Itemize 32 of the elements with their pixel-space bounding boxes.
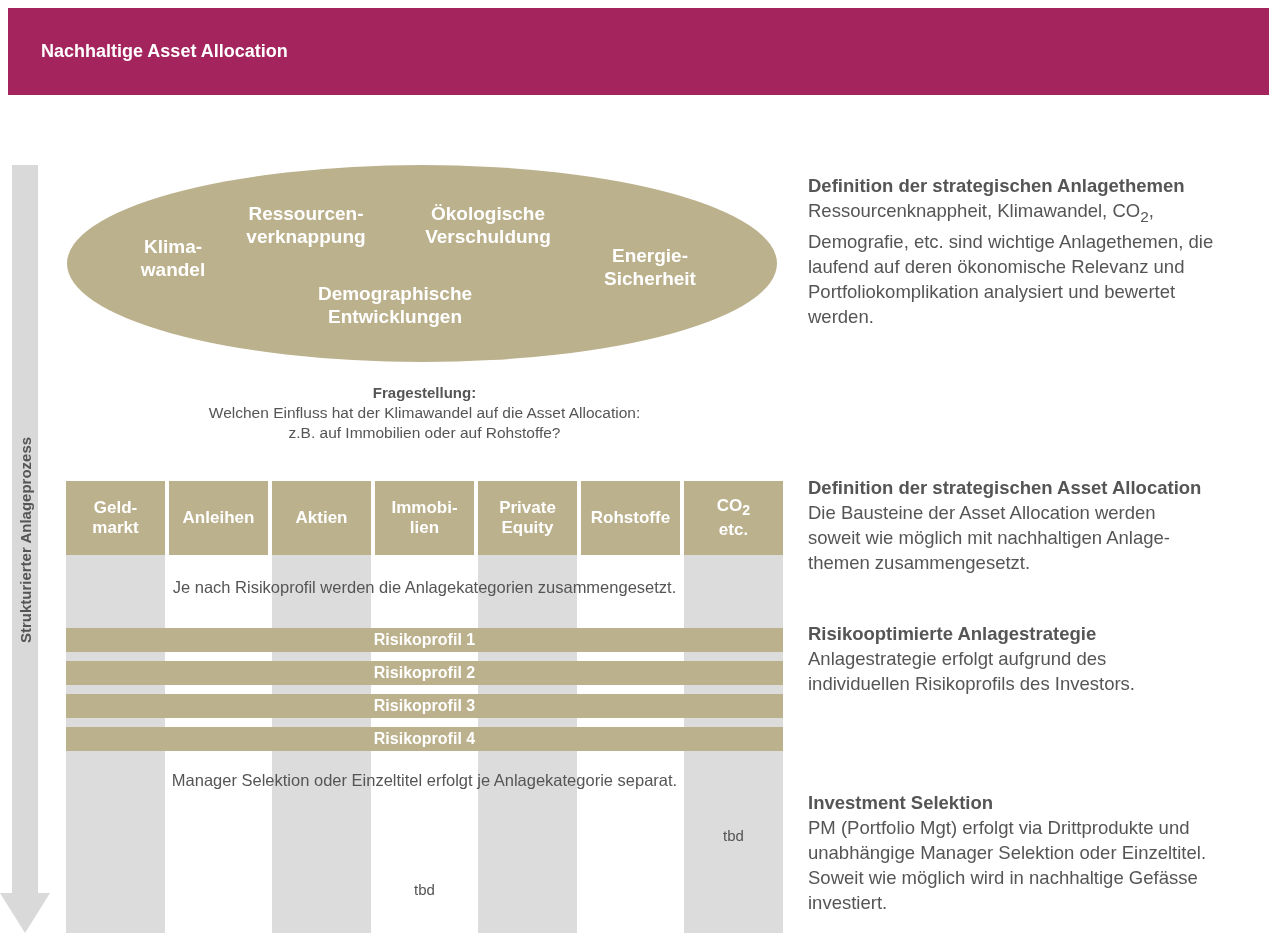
note-text: Je nach Risikoprofil werden die Anlagekategorien zusammengesetzt. [171,577,678,598]
risk-profile-bar: Risikoprofil 4 [66,727,783,751]
section-heading: Definition der strategischen Asset Allocation [808,476,1202,500]
theme-label: Ressourcen- verknappung [246,202,366,248]
section-text: PM (Portfolio Mgt) erfolgt via Drittprodukte und unabhängige Manager Selektion oder Einzeltitel. Soweit wie möglich wird in nachhaltige Gefässe investiert. [808,816,1208,915]
section-text: Die Bausteine der Asset Allocation werden soweit wie möglich mit nachhaltigen Anlage- themen zusammengesetzt. [808,501,1171,575]
question-heading: Fragestellung: [371,383,478,403]
asset-class-header: Anleihen [169,481,268,555]
asset-class-header: Aktien [272,481,371,555]
section-heading: Definition der strategischen Anlagethemen [808,174,1185,198]
asset-class-header: Geld- markt [66,481,165,555]
theme-label: Demographische Entwicklungen [317,282,473,328]
section-heading: Investment Selektion [808,791,994,815]
risk-profile-bar: Risikoprofil 3 [66,694,783,718]
risk-profile-bar: Risikoprofil 1 [66,628,783,652]
table-text: tbd [722,826,745,846]
asset-class-header: Immobi- lien [375,481,474,555]
note-text: Manager Selektion oder Einzeltitel erfolgt je Anlagekategorie separat. [170,770,679,791]
risk-profile-bar: Risikoprofil 2 [66,661,783,685]
section-heading: Risikooptimierte Anlagestrategie [808,622,1097,646]
theme-label: Energie- Sicherheit [604,244,696,290]
theme-label: Klima- wandel [140,235,206,281]
vertical-label: Strukturierter Anlageprozess [15,436,35,644]
title-band: Nachhaltige Asset Allocation [8,8,1269,95]
asset-class-header: Rohstoffe [581,481,680,555]
section-text: Ressourcenknappheit, Klimawandel, CO$_{2}$, Demografie, etc. sind wichtige Anlagethemen, die laufend auf deren ökonomische Relevanz und Portfoliokomplikation analysiert und bewertet werden. [808,199,1215,329]
section-text: Anlagestrategie erfolgt aufgrund des individuellen Risikoprofils des Investors. [808,647,1136,696]
asset-class-header: Private Equity [478,481,577,555]
asset-class-header: CO$_{2}$ etc. [684,481,783,555]
theme-label: Ökologische Verschuldung [425,202,551,248]
table-text: tbd [413,880,436,900]
question-text: Welchen Einfluss hat der Klimawandel auf die Asset Allocation: z.B. auf Immobilien oder auf Rohstoffe? [207,403,642,443]
